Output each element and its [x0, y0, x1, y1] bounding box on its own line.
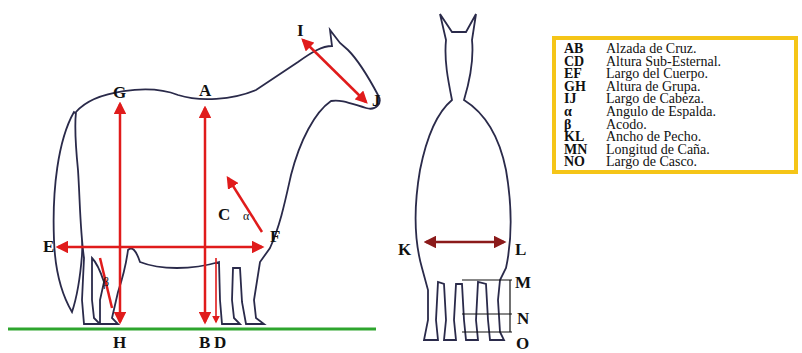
- measurement-arrows: [58, 40, 366, 322]
- key-code: EF: [564, 67, 582, 81]
- point-letter: α: [243, 210, 249, 222]
- point-letter: M: [515, 274, 531, 291]
- point-letter: B: [199, 334, 210, 351]
- key-code: NO: [564, 155, 585, 169]
- point-letter: I: [297, 22, 304, 39]
- key-description: Largo de Casco.: [606, 155, 697, 169]
- point-letter: K: [398, 241, 411, 258]
- key-description: Largo de Cabeza.: [606, 92, 704, 106]
- key-code: KL: [564, 130, 584, 144]
- key-description: Alzada de Cruz.: [606, 42, 697, 56]
- point-letter: β: [103, 276, 109, 288]
- point-letter: N: [517, 310, 529, 327]
- point-letter: J: [372, 92, 381, 109]
- point-letter: F: [270, 228, 280, 245]
- point-letter: C: [218, 206, 230, 223]
- ground-line: [8, 328, 376, 331]
- key-code: α: [564, 105, 572, 119]
- point-letter: D: [214, 334, 226, 351]
- point-letter: O: [516, 335, 529, 352]
- key-description: Ancho de Pecho.: [606, 130, 701, 144]
- horse-front-silhouette: [416, 14, 511, 340]
- point-letter: G: [113, 84, 126, 101]
- key-box: [554, 38, 796, 172]
- point-letter: L: [515, 241, 526, 258]
- leg-marks: [462, 280, 512, 332]
- horse-side-silhouette: [75, 30, 379, 324]
- key-code: AB: [564, 42, 583, 56]
- point-letter: A: [199, 82, 211, 99]
- substernal-arrow: [215, 258, 217, 322]
- key-code: IJ: [564, 92, 576, 106]
- key-description: Angulo de Espalda.: [606, 105, 716, 119]
- point-letter: H: [113, 334, 126, 351]
- key-description: Largo del Cuerpo.: [606, 67, 708, 81]
- chest-width-arrow: [426, 241, 504, 244]
- point-letter: E: [43, 238, 54, 255]
